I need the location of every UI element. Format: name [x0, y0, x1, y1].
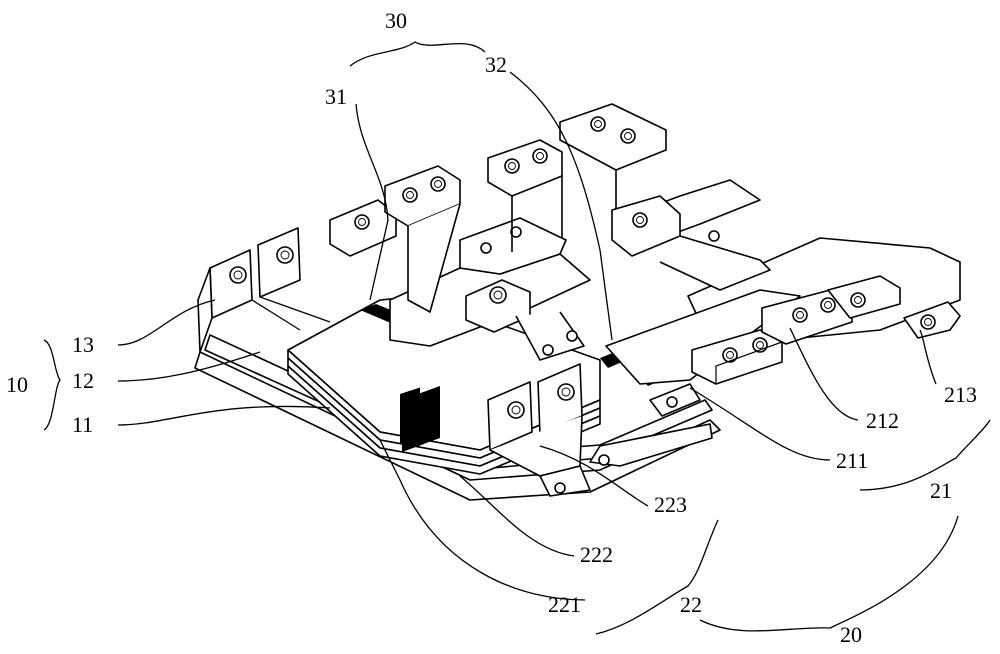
label-30: 30 [385, 8, 407, 33]
label-10: 10 [6, 372, 28, 397]
label-223: 223 [654, 492, 687, 517]
label-32: 32 [485, 52, 507, 77]
label-31: 31 [325, 84, 347, 109]
left-terminal-tabs-13 [198, 228, 330, 352]
label-21: 21 [930, 478, 952, 503]
label-20: 20 [840, 622, 862, 647]
label-221: 221 [548, 592, 581, 617]
label-212: 212 [866, 408, 899, 433]
label-11: 11 [72, 412, 93, 437]
label-213: 213 [944, 382, 977, 407]
label-13: 13 [72, 332, 94, 357]
label-12: 12 [72, 368, 94, 393]
label-22: 22 [680, 592, 702, 617]
label-211: 211 [836, 448, 868, 473]
label-222: 222 [580, 542, 613, 567]
